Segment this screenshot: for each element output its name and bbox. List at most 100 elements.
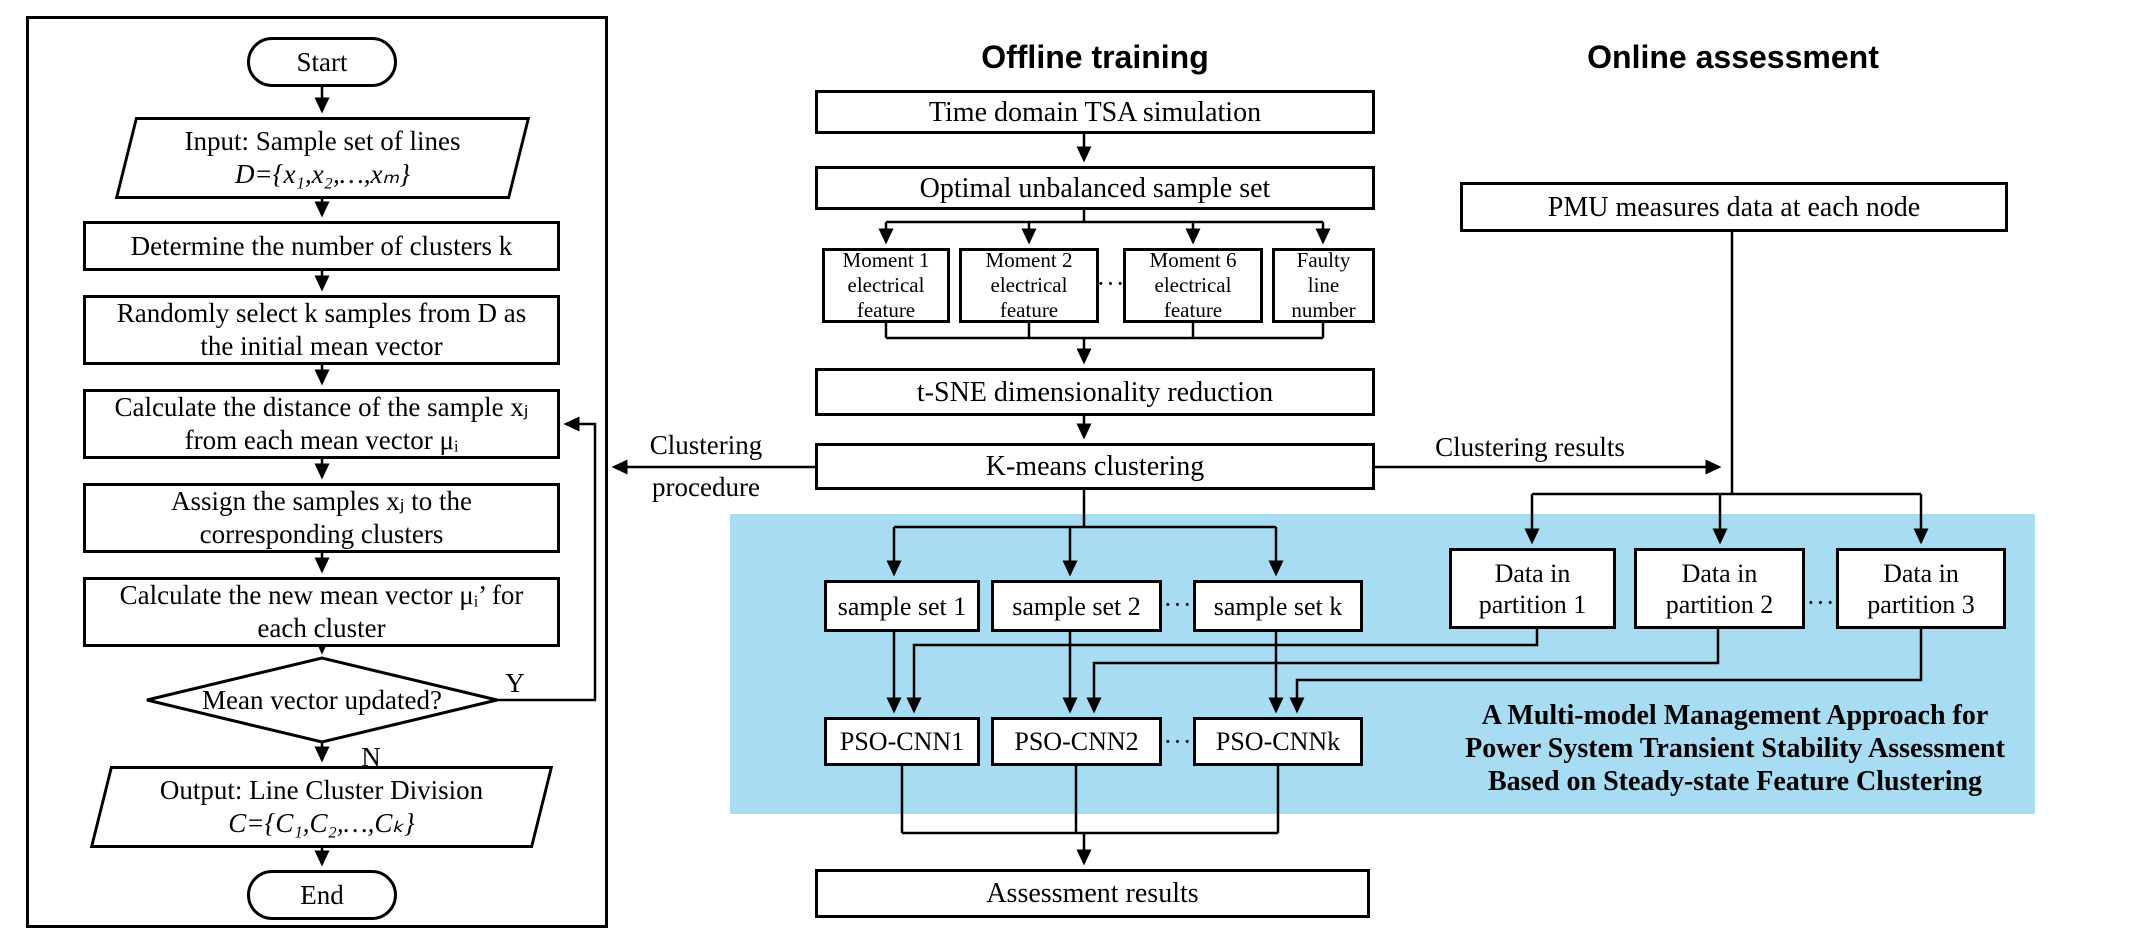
clustering-results-text: Clustering results — [1435, 432, 1625, 462]
tsa-simulation-node: Time domain TSA simulation — [815, 90, 1375, 134]
no-text: N — [361, 741, 381, 772]
sample-set-k-label: sample set k — [1213, 591, 1343, 621]
moment2-line3: feature — [999, 298, 1059, 322]
yes-label: Y — [498, 668, 532, 698]
sample-set-ellipsis: ··· — [1163, 590, 1193, 620]
decision-label: Mean vector updated? — [162, 682, 482, 718]
output-line2: C={C₁,C₂,…,Cₖ} — [228, 808, 415, 838]
decision-text: Mean vector updated? — [202, 684, 442, 715]
kmeans-label: K-means clustering — [985, 451, 1205, 482]
partition-2-node: Data in partition 2 — [1634, 548, 1805, 629]
pso-cnn-1-label: PSO-CNN1 — [839, 727, 965, 756]
random-select-line2: the initial mean vector — [200, 331, 443, 361]
moment1-line3: feature — [856, 298, 916, 322]
start-label: Start — [296, 46, 348, 77]
moment1-line2: electrical — [847, 273, 925, 297]
decision-diamond — [146, 656, 498, 744]
calc-distance-node: Calculate the distance of the sample xⱼ … — [83, 389, 560, 459]
input-node: Input: Sample set of lines D={x₁,x₂,…,xₘ… — [114, 117, 531, 199]
kmeans-node: K-means clustering — [815, 443, 1375, 490]
partition-1-line2: partition 1 — [1478, 589, 1587, 619]
pso-cnn-k-node: PSO-CNNk — [1193, 717, 1363, 766]
input-text: Input: Sample set of lines D={x₁,x₂,…,xₘ… — [128, 125, 517, 191]
pso-cnn-1-node: PSO-CNN1 — [824, 717, 980, 766]
determine-clusters-node: Determine the number of clusters k — [83, 221, 560, 271]
moment6-line3: feature — [1163, 298, 1223, 322]
partition-2-line2: partition 2 — [1665, 589, 1774, 619]
partition-ellipsis-text: ··· — [1806, 588, 1836, 617]
paper-title: A Multi-model Management Approach for Po… — [1435, 698, 2035, 798]
online-assessment-text: Online assessment — [1587, 38, 1879, 75]
random-select-line1: Randomly select k samples from D as — [116, 298, 527, 328]
paper-title-line1: A Multi-model Management Approach for — [1481, 699, 1989, 731]
moment6-feature-node: Moment 6 electrical feature — [1123, 248, 1263, 323]
start-node: Start — [247, 37, 397, 87]
no-label: N — [354, 742, 388, 772]
moment1-line1: Moment 1 — [842, 248, 930, 272]
end-label: End — [300, 879, 344, 910]
sample-set-k-node: sample set k — [1193, 580, 1363, 632]
offline-training-text: Offline training — [981, 38, 1209, 75]
moment2-line2: electrical — [990, 273, 1068, 297]
faulty-line3: number — [1291, 298, 1356, 322]
determine-clusters-label: Determine the number of clusters k — [130, 230, 513, 261]
pmu-label: PMU measures data at each node — [1547, 191, 1921, 223]
partition-3-line2: partition 3 — [1867, 589, 1975, 619]
partition-2-line1: Data in — [1681, 558, 1758, 588]
moment1-feature-node: Moment 1 electrical feature — [822, 248, 950, 323]
clustering-procedure-text-2: procedure — [652, 472, 760, 502]
random-select-node: Randomly select k samples from D as the … — [83, 295, 560, 365]
partition-1-line1: Data in — [1494, 558, 1571, 588]
end-node: End — [247, 870, 397, 920]
partition-3-node: Data in partition 3 — [1836, 548, 2006, 629]
assessment-results-label: Assessment results — [986, 878, 1199, 909]
sample-set-1-node: sample set 1 — [824, 580, 980, 632]
output-node: Output: Line Cluster Division C={C₁,C₂,…… — [89, 766, 554, 848]
new-mean-line1: Calculate the new mean vector μᵢ’ for — [119, 580, 524, 610]
assign-samples-line2: corresponding clusters — [199, 519, 444, 549]
paper-title-line2: Power System Transient Stability Assessm… — [1465, 732, 2005, 764]
moment6-line1: Moment 6 — [1149, 248, 1237, 272]
faulty-line-node: Faulty line number — [1272, 248, 1375, 323]
tsne-node: t-SNE dimensionality reduction — [815, 368, 1375, 416]
sample-set-1-label: sample set 1 — [837, 591, 967, 621]
output-text: Output: Line Cluster Division C={C₁,C₂,…… — [103, 774, 540, 840]
moment2-feature-node: Moment 2 electrical feature — [959, 248, 1099, 323]
partition-3-line1: Data in — [1883, 558, 1959, 588]
new-mean-line2: each cluster — [257, 613, 386, 643]
input-line2: D={x₁,x₂,…,xₘ} — [234, 159, 411, 189]
tsne-label: t-SNE dimensionality reduction — [916, 376, 1274, 408]
input-line1: Input: Sample set of lines — [184, 126, 461, 156]
sample-set-ellipsis-text: ··· — [1163, 590, 1193, 619]
clustering-procedure-label-1: Clustering — [606, 430, 806, 461]
moment6-line2: electrical — [1154, 273, 1232, 297]
pso-cnn-2-node: PSO-CNN2 — [991, 717, 1162, 766]
assign-samples-line1: Assign the samples xⱼ to the — [171, 486, 472, 516]
partition-1-node: Data in partition 1 — [1449, 548, 1616, 629]
tsa-simulation-label: Time domain TSA simulation — [928, 96, 1262, 128]
sample-set-2-node: sample set 2 — [991, 580, 1162, 632]
clustering-procedure-text-1: Clustering — [649, 430, 763, 460]
optimal-sample-set-node: Optimal unbalanced sample set — [815, 166, 1375, 210]
partition-ellipsis: ··· — [1806, 588, 1836, 618]
sample-set-2-label: sample set 2 — [1012, 591, 1141, 621]
calc-distance-line1: Calculate the distance of the sample xⱼ — [114, 392, 529, 422]
clustering-procedure-label-2: procedure — [606, 472, 806, 503]
clustering-results-label: Clustering results — [1390, 432, 1670, 463]
pso-cnn-k-label: PSO-CNNk — [1215, 727, 1341, 756]
faulty-line2: line — [1307, 273, 1340, 297]
optimal-sample-set-label: Optimal unbalanced sample set — [919, 172, 1271, 204]
assign-samples-node: Assign the samples xⱼ to the correspondi… — [83, 483, 560, 553]
moment-ellipsis-text: ··· — [1096, 269, 1126, 298]
moment-ellipsis: ··· — [1096, 269, 1126, 298]
pmu-node: PMU measures data at each node — [1460, 182, 2008, 232]
assessment-results-node: Assessment results — [815, 869, 1370, 918]
calc-distance-line2: from each mean vector μᵢ — [184, 425, 459, 455]
pso-cnn-ellipsis: ··· — [1163, 727, 1193, 757]
pso-cnn-ellipsis-text: ··· — [1163, 727, 1193, 756]
new-mean-node: Calculate the new mean vector μᵢ’ for ea… — [83, 577, 560, 647]
output-line1: Output: Line Cluster Division — [159, 775, 484, 805]
yes-text: Y — [505, 667, 525, 698]
offline-training-title: Offline training — [895, 38, 1295, 76]
